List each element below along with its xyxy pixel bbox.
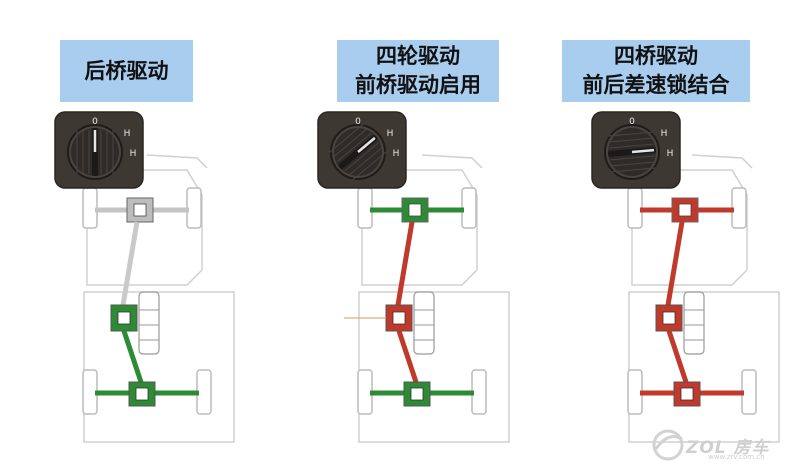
label-rear-drive: 后桥驱动 (60, 40, 193, 102)
rear-drive-shaft (121, 330, 144, 383)
hood-outline (691, 154, 753, 169)
front-differential-center (678, 203, 692, 217)
gearbox (413, 291, 435, 355)
knob-indicator (357, 136, 376, 153)
watermark-text: ZOL 房车 (686, 438, 770, 458)
rear-left-wheel (82, 369, 98, 415)
label-lock-line-1: 四桥驱动 (614, 44, 698, 68)
label-4wd-line-2: 前桥驱动启用 (355, 73, 481, 97)
front-left-wheel (627, 187, 643, 229)
rear-differential-center (680, 387, 694, 401)
rear-right-wheel (741, 369, 757, 415)
rear-drive-shaft (396, 330, 419, 383)
rear-right-wheel (196, 369, 212, 415)
knob-ridge (344, 142, 380, 172)
gearbox (138, 291, 160, 355)
label-4wd-line-1: 四轮驱动 (376, 44, 460, 68)
panel-4wd: 0HH (317, 111, 510, 443)
knob-ridge (336, 132, 372, 162)
cab-outline (631, 169, 748, 286)
watermark-logo-icon (652, 429, 684, 461)
transfer-case (655, 304, 683, 332)
rear-left-wheel (627, 369, 643, 415)
cab-outline (361, 169, 478, 286)
knob-ridge (611, 167, 656, 173)
hood-outline (146, 154, 208, 169)
label-lock-line-2: 前后差速锁结合 (582, 73, 730, 97)
knob-mark-h2: H (667, 149, 674, 159)
rear-differential-center (135, 387, 149, 401)
front-differential-center (408, 203, 422, 217)
knob-ridge (610, 155, 655, 161)
label-four-axle-drive: 四桥驱动 前后差速锁结合 (562, 40, 750, 102)
knob-ridge (333, 128, 368, 158)
front-differential-center (133, 203, 147, 217)
knob-mark-h1: H (387, 129, 394, 139)
panel-lock: 0HH (591, 111, 780, 443)
front-right-wheel (186, 187, 202, 229)
knob-ridge (611, 161, 656, 167)
panel-rear: 0HH (54, 111, 235, 443)
watermark: ZOL 房车 www.zrv.com.cn (648, 425, 793, 467)
knob-mark-0: 0 (92, 117, 98, 127)
label-four-wheel-drive: 四轮驱动 前桥驱动启用 (337, 40, 499, 102)
knob-ridge (608, 137, 653, 143)
body-outline (83, 291, 235, 443)
front-left-wheel (82, 187, 98, 229)
front-drive-shaft (665, 221, 685, 306)
transfer-case-center (662, 311, 676, 325)
body-outline (628, 291, 780, 443)
knob-mark-h2: H (130, 149, 137, 159)
rear-differential-center (410, 387, 424, 401)
knob-mark-0: 0 (629, 117, 635, 127)
watermark-url: www.zrv.com.cn (708, 453, 765, 461)
knob-ridge (609, 143, 654, 149)
gearbox (683, 291, 705, 355)
knob-ridge (352, 151, 387, 181)
knob-mark-0: 0 (355, 117, 361, 127)
rear-left-wheel (357, 369, 373, 415)
front-drive-shaft (120, 221, 140, 306)
transfer-case-center (117, 311, 131, 325)
cab-outline (86, 169, 203, 286)
knob-mark-h1: H (124, 129, 131, 139)
label-rear-drive-line-1: 后桥驱动 (84, 58, 169, 83)
knob-ridge (608, 131, 653, 137)
knob-ridge (348, 146, 383, 176)
front-drive-shaft (395, 221, 415, 306)
front-right-wheel (731, 187, 747, 229)
knob-mark-h2: H (393, 149, 400, 159)
hood-outline (421, 154, 483, 169)
rear-drive-shaft (666, 330, 689, 383)
knob-ridge (329, 123, 364, 153)
rear-right-wheel (471, 369, 487, 415)
knob-indicator (631, 148, 655, 154)
front-right-wheel (461, 187, 477, 229)
front-left-wheel (357, 187, 373, 229)
transfer-case-center (392, 311, 406, 325)
knob-mark-h1: H (661, 129, 668, 139)
body-outline (358, 291, 510, 443)
